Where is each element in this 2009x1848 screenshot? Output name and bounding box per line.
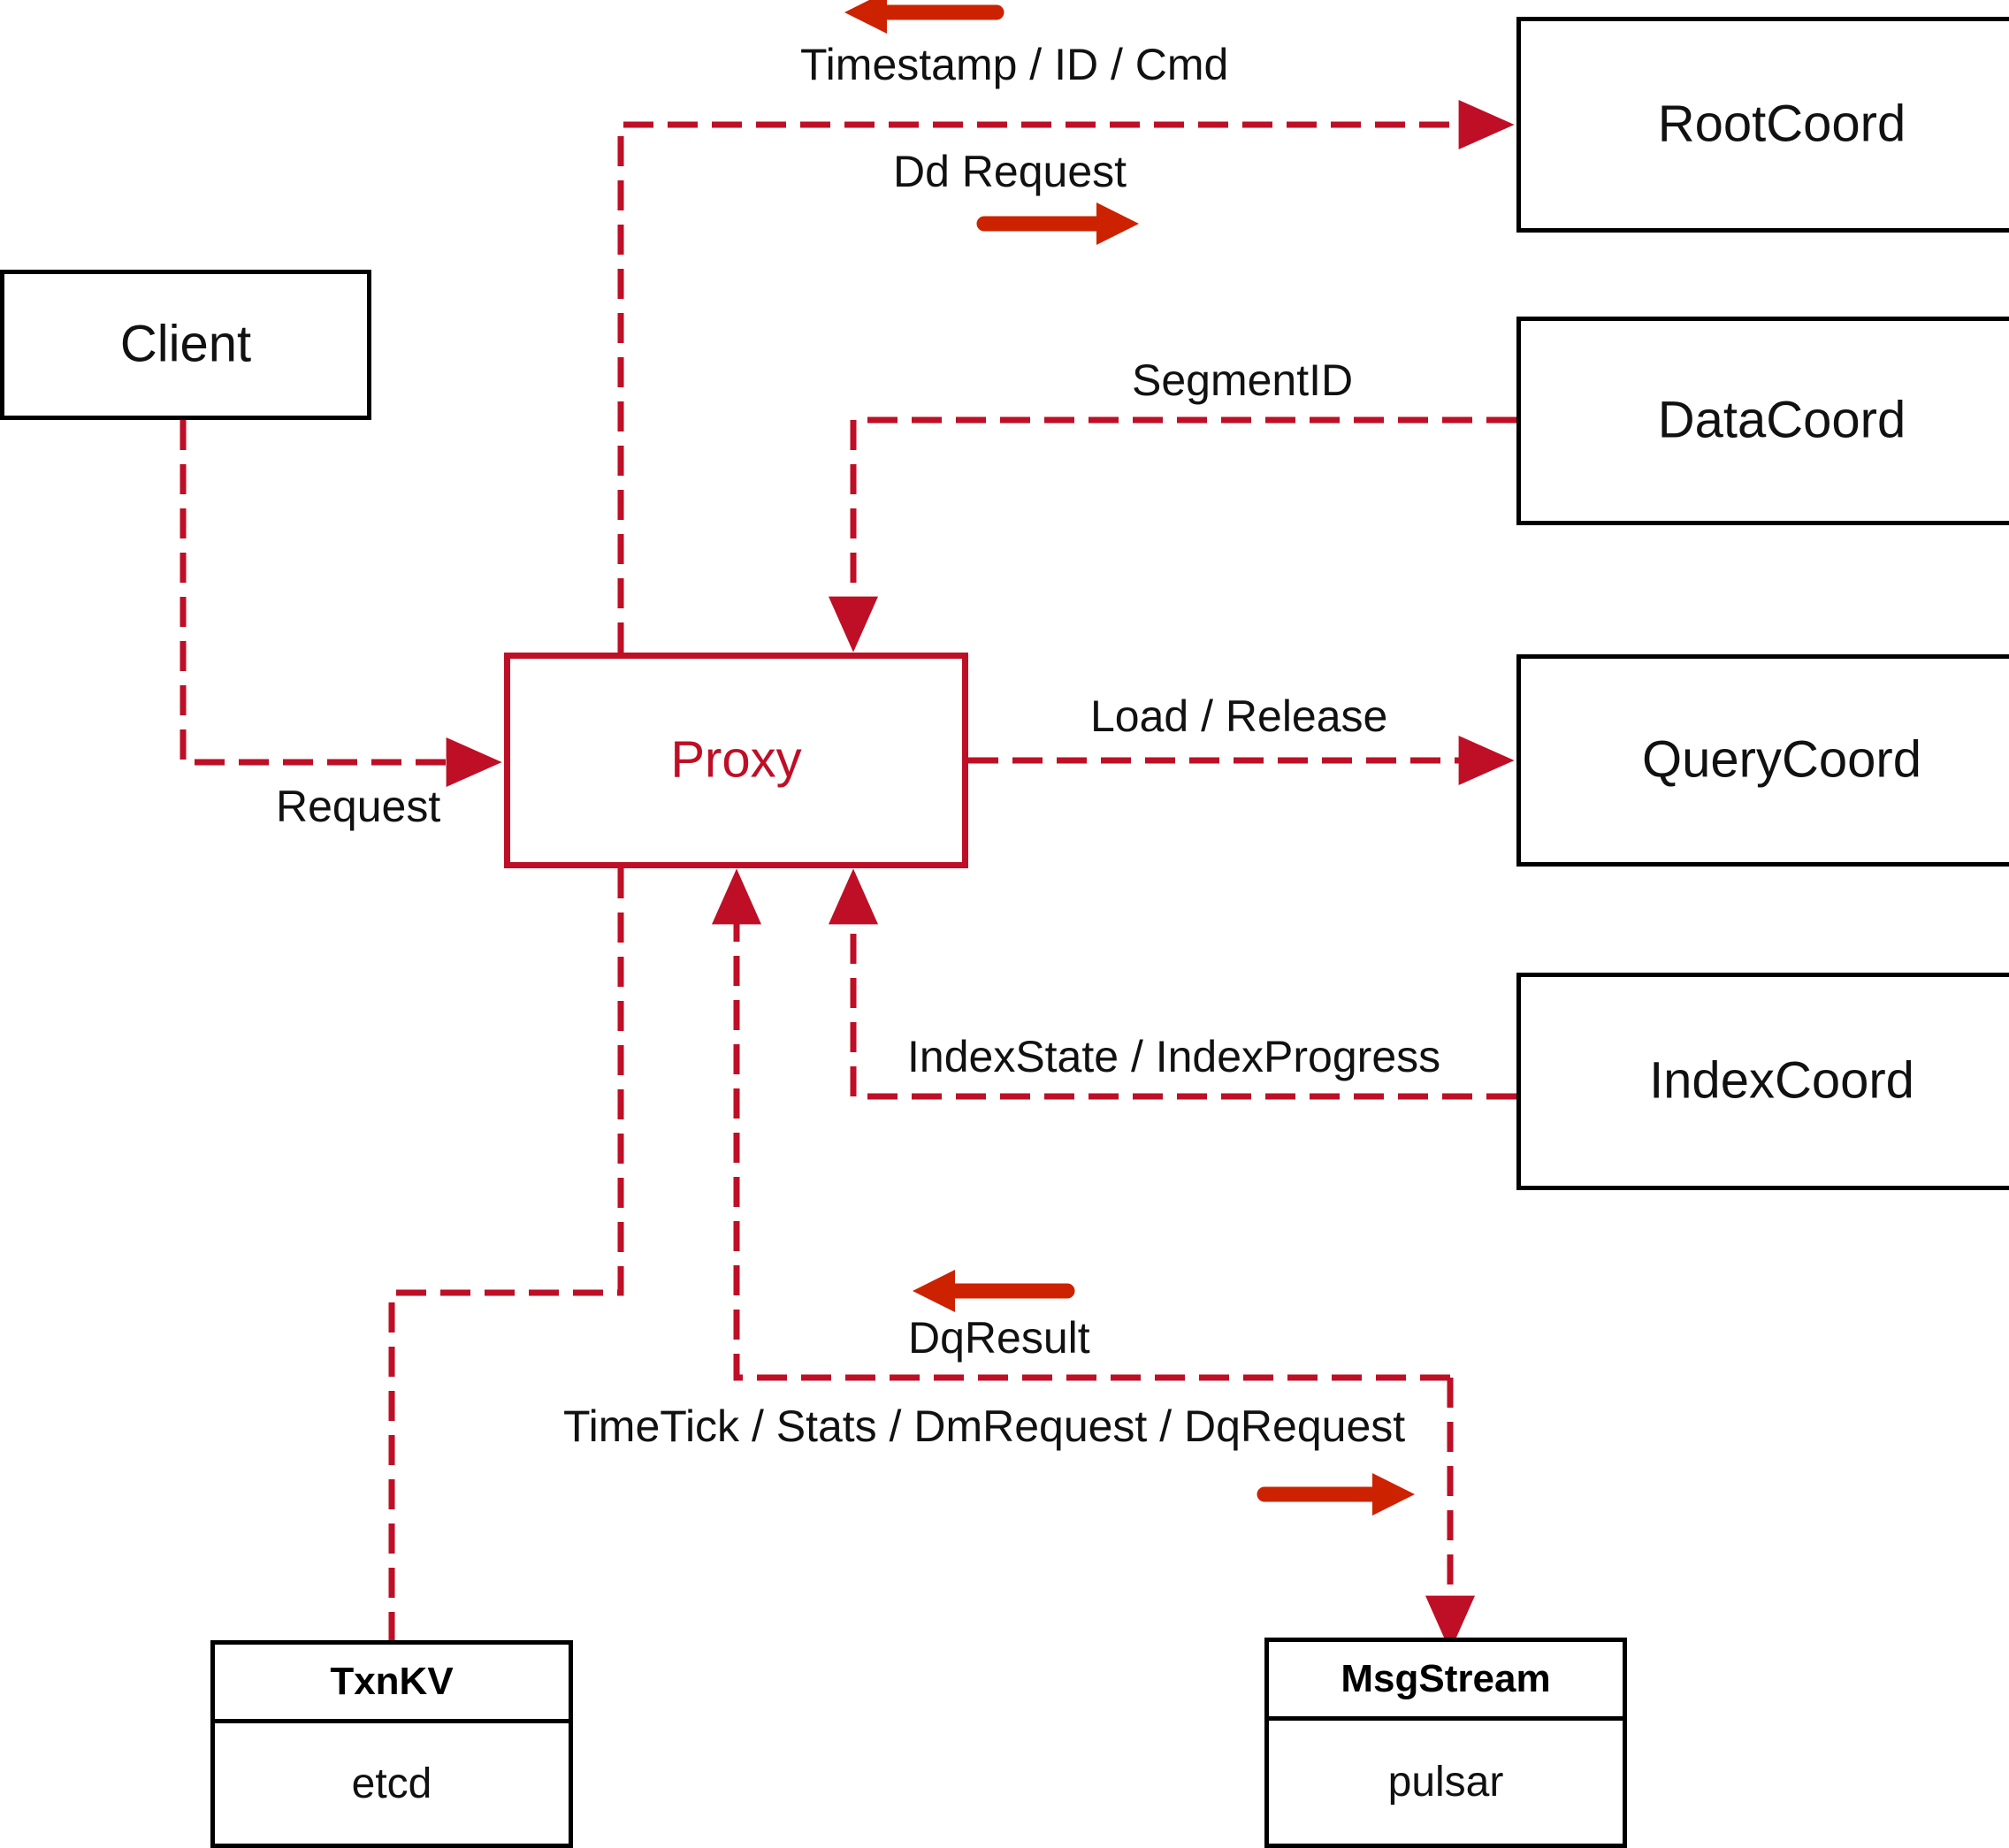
node-rootcoord[interactable]: RootCoord — [1516, 17, 2009, 233]
edge-label-timetick-stats: TimeTick / Stats / DmRequest / DqRequest — [563, 1401, 1406, 1451]
arrow-right-icon-ddrequest — [976, 202, 1139, 245]
node-indexcoord-label: IndexCoord — [1649, 1051, 1914, 1110]
node-datacoord-label: DataCoord — [1657, 391, 1906, 449]
edge-proxy-to-txnkv — [388, 868, 624, 1645]
node-client-label: Client — [119, 315, 252, 373]
node-datacoord[interactable]: DataCoord — [1516, 317, 2009, 525]
edge-datacoord-to-proxy — [829, 416, 1516, 653]
edge-label-dd-request: Dd Request — [893, 147, 1127, 196]
edge-msgstream-to-proxy — [712, 868, 1450, 1381]
node-client[interactable]: Client — [0, 270, 371, 420]
node-msgstream[interactable]: MsgStream pulsar — [1264, 1638, 1627, 1848]
edge-label-request: Request — [276, 782, 441, 831]
node-txnkv-body: etcd — [351, 1760, 432, 1807]
node-proxy[interactable]: Proxy — [504, 653, 968, 868]
edge-proxy-to-rootcoord — [617, 100, 1515, 653]
edge-label-index-state-progress: IndexState / IndexProgress — [907, 1032, 1441, 1081]
node-proxy-label: Proxy — [670, 730, 802, 789]
node-querycoord[interactable]: QueryCoord — [1516, 654, 2009, 867]
edge-label-timestamp-id-cmd: Timestamp / ID / Cmd — [800, 40, 1229, 89]
edge-label-dq-result: DqResult — [908, 1313, 1090, 1363]
arrow-right-icon-timetick — [1257, 1473, 1415, 1516]
arrow-left-icon-dqresult — [913, 1270, 1075, 1312]
edge-label-segment-id: SegmentID — [1132, 355, 1354, 405]
node-msgstream-header: MsgStream — [1269, 1642, 1623, 1721]
node-indexcoord[interactable]: IndexCoord — [1516, 973, 2009, 1190]
edge-client-to-proxy — [180, 420, 502, 787]
node-rootcoord-label: RootCoord — [1657, 95, 1906, 153]
node-querycoord-label: QueryCoord — [1642, 730, 1921, 789]
node-txnkv[interactable]: TxnKV etcd — [210, 1640, 573, 1848]
edge-indexcoord-to-proxy — [829, 868, 1516, 1100]
node-txnkv-header: TxnKV — [215, 1645, 569, 1723]
arrow-left-icon-timestamp — [844, 0, 1004, 34]
edge-label-load-release: Load / Release — [1090, 691, 1388, 741]
node-msgstream-body: pulsar — [1387, 1759, 1504, 1806]
